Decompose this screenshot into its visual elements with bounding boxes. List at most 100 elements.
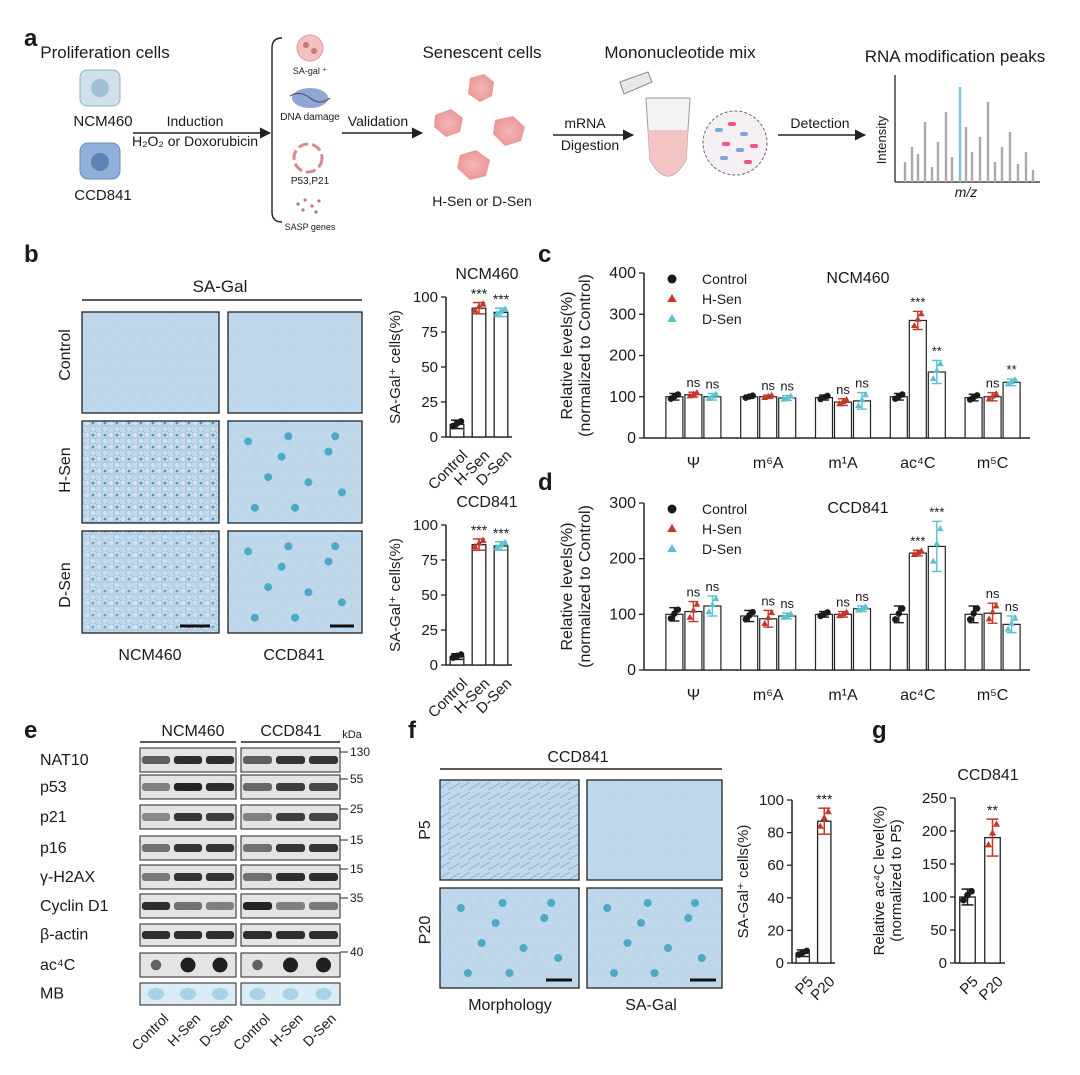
y-tick-label: 0 [430,429,438,446]
data-point [1011,614,1019,621]
kda-label: kDa [342,729,362,741]
blot-dot [212,988,228,1000]
bar [778,397,797,439]
blot-dot [316,957,331,973]
mix-title: Mononucleotide mix [604,43,756,62]
legend-label: H-Sen [702,291,742,307]
blot-band [205,783,235,791]
data-point [501,305,509,312]
blot-band [141,783,171,791]
data-point [479,536,487,543]
marker-label-2: P53,P21 [291,176,330,187]
digestion-label: Digestion [561,137,619,153]
intensity-label: Intensity [874,115,889,164]
data-point [705,608,713,615]
legend-marker [667,504,677,514]
x-tick-label: Ψ [687,687,700,704]
blot-band [141,902,171,910]
data-point [780,395,788,402]
data-point [803,947,811,955]
x-tick-label: m⁵C [977,687,1009,704]
blot-dot [282,988,299,1000]
blot-band-label: Cyclin D1 [40,898,109,915]
blot-band [275,844,306,852]
sasp-dots-icon [296,198,321,214]
data-point [970,610,977,617]
kda-marker-label: 40 [350,945,364,959]
chart-title: CCD841 [827,500,888,517]
blot-lane-label: H-Sen [267,1010,306,1049]
row-label-control: Control [57,329,74,381]
y-tick-label: 0 [627,430,636,447]
blot-band-label: p16 [40,840,67,857]
data-point [1004,625,1012,632]
blot-band [275,783,306,791]
significance-label: ** [932,343,942,358]
data-point [862,603,869,610]
blot-dot [150,959,162,971]
bar [740,396,759,439]
panel-letter-d: d [538,469,553,496]
significance-label: *** [816,791,833,807]
blot-band-label: γ-H2AX [40,869,95,886]
data-point [493,543,501,551]
blot-dot [315,988,332,1000]
bar [665,396,684,439]
significance-label: *** [929,504,944,519]
data-point [764,614,772,621]
data-point [936,525,944,532]
micro-ncm460-dsen [81,530,220,634]
blot-band [173,844,203,852]
x-tick-label: m⁶A [753,687,784,704]
significance-label: ns [1005,599,1019,614]
y-axis-label: SA-Gal⁺ cells(%) [387,310,404,424]
y-tick-label: 100 [413,289,438,306]
bar [703,396,722,439]
data-point [686,392,694,399]
y-axis-label-2: (normalized to Control) [577,505,594,668]
micro-p20-sagal [586,887,723,989]
blot-band [141,873,171,881]
chart-title: CCD841 [957,767,1018,784]
y-tick-label: 75 [421,324,438,341]
data-point [497,540,505,548]
significance-label: *** [471,286,488,302]
col-label-sagal: SA-Gal [625,997,677,1014]
panel-e: e NCM460 CCD841 kDa NAT10p53p21p16γ-H2AX… [24,717,370,1053]
micro-p5-sagal [586,779,723,881]
y-tick-label: 250 [922,790,947,807]
significance-label: *** [493,291,510,307]
blot-band [173,873,203,881]
blot-band [242,756,273,764]
kda-marker-label: 55 [350,772,364,786]
data-point [929,375,937,382]
kda-marker-label: 25 [350,802,364,816]
micro-ccd841-hsen [227,420,363,524]
data-point [709,601,716,608]
legend-label: D-Sen [702,311,742,327]
bar [778,615,797,671]
data-point [712,595,720,602]
data-point [960,896,967,904]
data-point [471,306,479,313]
data-point [1004,380,1012,387]
data-point [992,820,1001,827]
y-tick-label: 400 [609,265,636,282]
data-point [910,322,918,329]
significance-label: ns [986,376,1000,391]
data-point [917,547,925,554]
significance-label: ns [855,589,869,604]
blot-band [308,783,339,791]
data-point [497,307,505,314]
bar [684,394,703,439]
blot-band [275,902,306,910]
blot-band-label: p53 [40,779,67,796]
data-point [824,807,832,815]
blot-band [173,931,203,939]
blot-lane-label: H-Sen [164,1010,203,1049]
panel-letter-g: g [872,717,887,744]
y-tick-label: 0 [430,657,438,674]
